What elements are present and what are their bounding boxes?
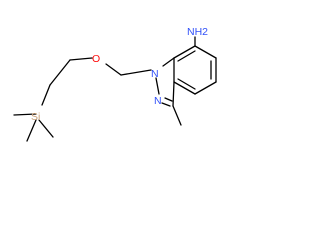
bond — [105, 63, 122, 76]
n1-label: N — [151, 68, 159, 80]
molecule-canvas: NH2 N N O Si — [0, 0, 244, 157]
bond — [155, 77, 160, 95]
bond — [41, 84, 51, 106]
bond — [164, 97, 173, 102]
n2-label: N — [154, 95, 162, 107]
bond — [120, 69, 152, 76]
silicon-label: Si — [31, 111, 40, 123]
bond — [173, 81, 196, 95]
oxygen-label: O — [92, 53, 100, 65]
benzene-ring — [173, 45, 217, 95]
bond — [49, 59, 71, 86]
bond-methyl — [172, 105, 182, 126]
bond — [194, 81, 217, 95]
structure-diagram: NH2 N N O Si — [13, 26, 217, 142]
bond — [172, 81, 175, 107]
bond — [194, 45, 217, 59]
bond — [162, 57, 175, 67]
bond — [38, 119, 54, 138]
bond — [177, 50, 196, 62]
sem-chain — [41, 57, 152, 106]
bond — [173, 45, 196, 59]
bond — [13, 113, 37, 116]
bond — [177, 78, 196, 90]
bond — [69, 57, 93, 61]
bond — [26, 119, 37, 142]
bond — [161, 102, 171, 107]
trimethylsilyl — [13, 113, 54, 142]
pyrazole-ring — [155, 57, 175, 107]
amine-label: NH2 — [187, 26, 208, 38]
